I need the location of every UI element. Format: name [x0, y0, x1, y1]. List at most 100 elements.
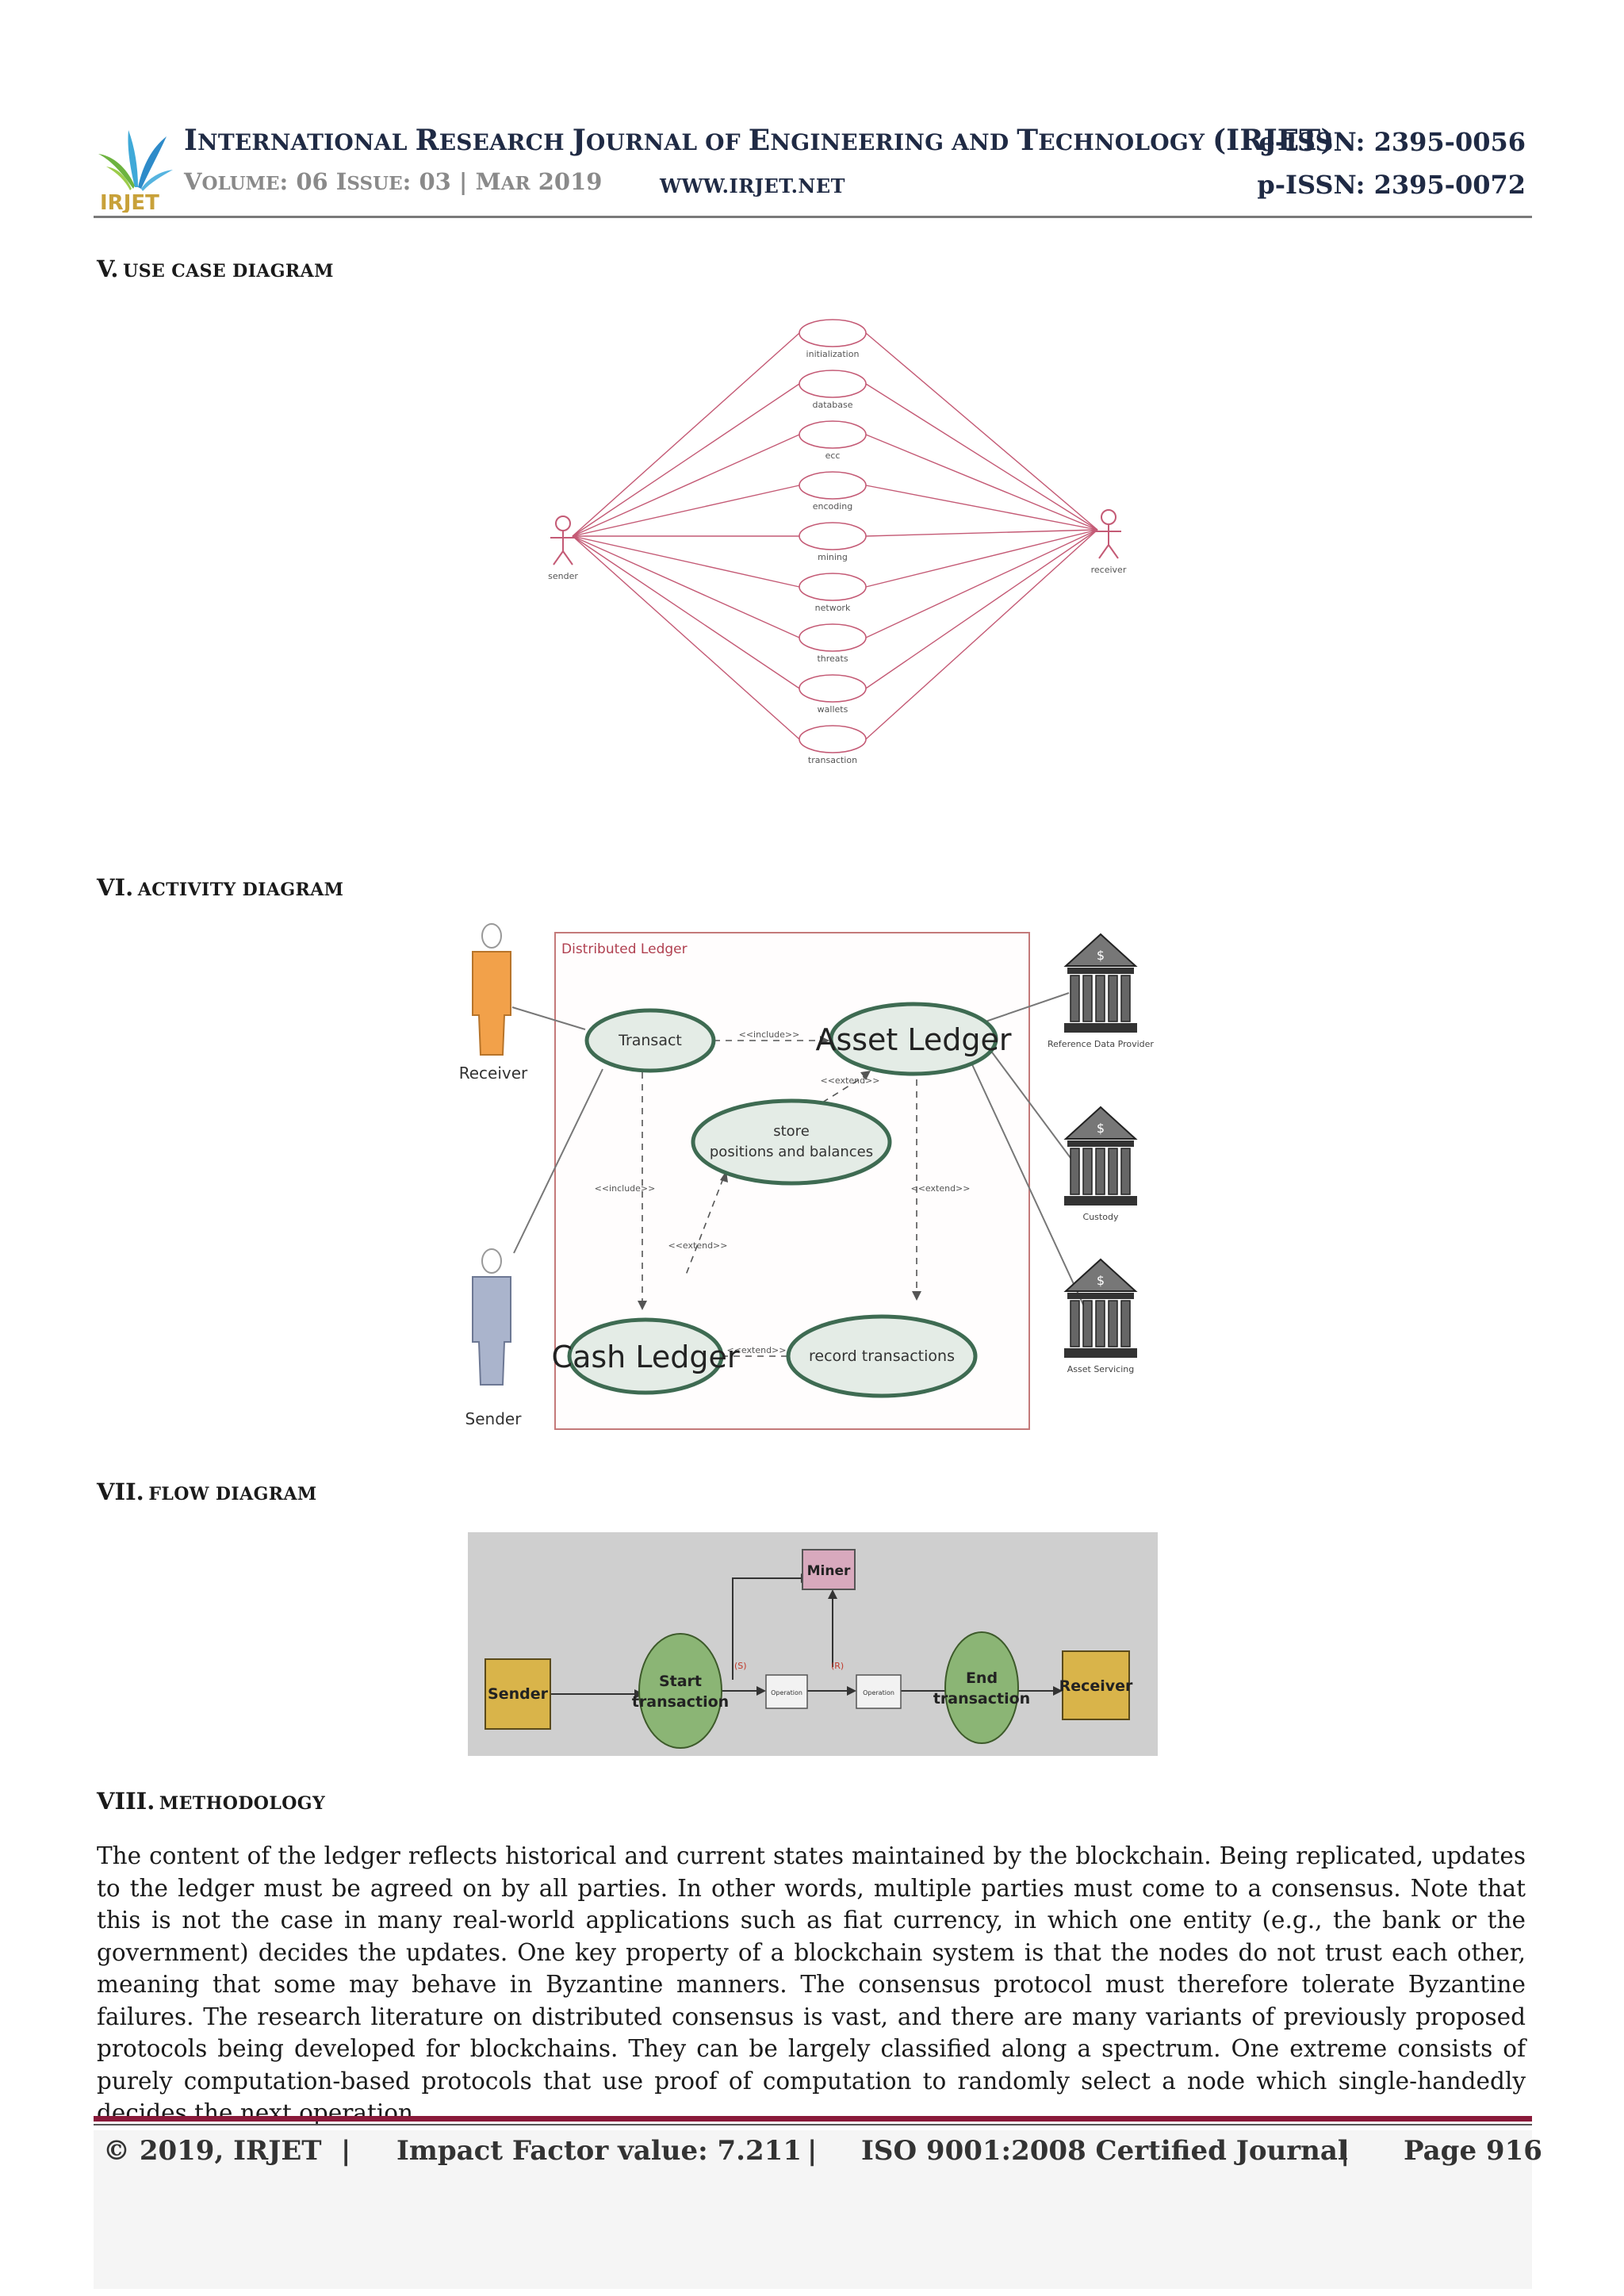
activity-diagram: Distributed Ledger <<include>> <<inclu [458, 920, 1172, 1435]
bank-label: Asset Servicing [1067, 1364, 1134, 1374]
cash-ledger-label: Cash Ledger [552, 1340, 740, 1374]
use-case-ellipse [799, 319, 867, 347]
use-case-association [865, 529, 1098, 588]
flow-start-node [638, 1633, 722, 1749]
journal-website[interactable]: WWW.IRJET.NET [660, 174, 846, 197]
use-case-ellipse [799, 471, 867, 500]
eissn: e-ISSN: 2395-0056 [1258, 127, 1526, 157]
extend-label: <<extend>> [911, 1183, 971, 1194]
logo-leaf-icon [138, 136, 167, 189]
use-case-association [865, 485, 1098, 531]
actor-sender [550, 516, 576, 565]
use-case-asset-ledger [829, 1002, 998, 1076]
use-case-association [865, 529, 1098, 537]
pissn: p-ISSN: 2395-0072 [1257, 170, 1526, 200]
actor-sender-label: sender [548, 571, 578, 581]
transact-label: Transact [618, 1032, 682, 1049]
use-case-ellipse [799, 522, 867, 550]
use-case-ellipse [799, 623, 867, 652]
logo-leaf-icon [106, 167, 132, 190]
use-case-association [572, 383, 800, 537]
footer-copyright: © 2019, IRJET [103, 2135, 322, 2167]
use-case-label: network [815, 603, 851, 613]
record-transactions-label: record transactions [809, 1347, 955, 1365]
use-case-transact [584, 1008, 716, 1073]
bank-dollar-symbol: $ [1097, 1273, 1105, 1288]
extend-label: <<extend>> [668, 1240, 728, 1251]
use-case-record-transactions [786, 1314, 978, 1398]
use-case-ellipse [799, 674, 867, 703]
use-case-ellipse [799, 420, 867, 449]
use-case-association [572, 535, 800, 638]
actor-sender-label: Sender [465, 1409, 523, 1428]
use-case-association [572, 535, 800, 689]
flow-end-label-line2: transaction [933, 1690, 1030, 1708]
logo-leaf-icon [128, 130, 138, 187]
methodology-paragraph: The content of the ledger reflects histo… [97, 1842, 1526, 2126]
logo-leaf-icon [141, 170, 173, 191]
store-label-line1: store [773, 1123, 810, 1140]
flow-start-label-line2: transaction [632, 1693, 729, 1711]
footer-page-number: Page 916 [1404, 2135, 1542, 2167]
irjet-logo: IRJET [94, 116, 178, 215]
include-label: <<include>> [739, 1029, 800, 1040]
actor-receiver-label: receiver [1091, 565, 1127, 575]
use-case-ellipses: initializationdatabaseeccencodingminingn… [799, 319, 867, 765]
footer-background [94, 2130, 1532, 2289]
bank-icon: $ [1063, 1258, 1138, 1358]
use-case-ellipse [799, 725, 867, 753]
logo-leaf-icon [98, 154, 135, 189]
flow-operation-label: Operation [863, 1689, 894, 1696]
footer-divider [94, 2116, 1532, 2122]
footer-divider-thin [94, 2124, 1532, 2125]
use-case-label: encoding [813, 501, 853, 512]
use-case-association [865, 529, 1098, 638]
use-case-association [865, 434, 1098, 531]
store-label-line2: positions and balances [710, 1144, 873, 1160]
use-case-association [572, 434, 800, 537]
footer-separator: | [807, 2135, 818, 2167]
dashed-relationships [642, 1040, 917, 1357]
actor-sender-figure [472, 1248, 511, 1386]
use-case-association [865, 529, 1098, 740]
flow-sender-label: Sender [488, 1685, 549, 1703]
use-case-association [572, 485, 800, 537]
header-divider [94, 216, 1532, 218]
flow-end-node [944, 1631, 1019, 1744]
asset-ledger-label: Asset Ledger [815, 1022, 1011, 1057]
use-case-association [572, 332, 800, 537]
bank-dollar-symbol: $ [1097, 948, 1105, 963]
use-case-ellipse [799, 370, 867, 398]
bank-label: Reference Data Provider [1048, 1039, 1154, 1049]
section-heading-methodology: VIII. METHODOLOGY [97, 1788, 326, 1815]
actor-receiver-figure [472, 923, 511, 1056]
bank-icon: $ [1063, 1106, 1138, 1205]
use-case-label: database [813, 400, 853, 410]
flow-connectors [550, 1577, 1055, 1695]
use-case-ellipse [799, 573, 867, 601]
footer-impact-factor: Impact Factor value: 7.211 [396, 2135, 802, 2167]
page-footer: © 2019, IRJET | Impact Factor value: 7.2… [103, 2135, 1542, 2175]
boundary-label: Distributed Ledger [561, 941, 688, 957]
flow-diagram: (S) (R) Sender Start transaction Miner O… [468, 1532, 1158, 1756]
use-case-association [865, 529, 1098, 689]
flow-start-label-line1: Start [659, 1673, 702, 1690]
flow-edge-label: (S) [734, 1661, 747, 1671]
use-case-store-positions [691, 1098, 892, 1186]
actor-receiver [1096, 509, 1121, 559]
flow-edge-label: (R) [831, 1661, 844, 1671]
volume-issue: VOLUME: 06 ISSUE: 03 | MAR 2019 [184, 168, 603, 195]
actor-receiver-label: Receiver [459, 1064, 528, 1083]
use-case-label: wallets [818, 704, 848, 715]
flow-end-label-line1: End [966, 1669, 998, 1687]
use-case-label: transaction [808, 755, 857, 765]
logo-text: IRJET [100, 191, 159, 213]
use-case-association [865, 332, 1098, 531]
flow-receiver-box [1062, 1650, 1130, 1720]
bank-icon: $ [1063, 933, 1138, 1033]
section-heading-use-case: V. USE CASE DIAGRAM [97, 255, 334, 282]
footer-separator: | [1340, 2135, 1350, 2167]
flow-operation-box [765, 1674, 808, 1709]
use-case-associations [572, 332, 1098, 740]
flow-miner-label: Miner [807, 1563, 851, 1579]
